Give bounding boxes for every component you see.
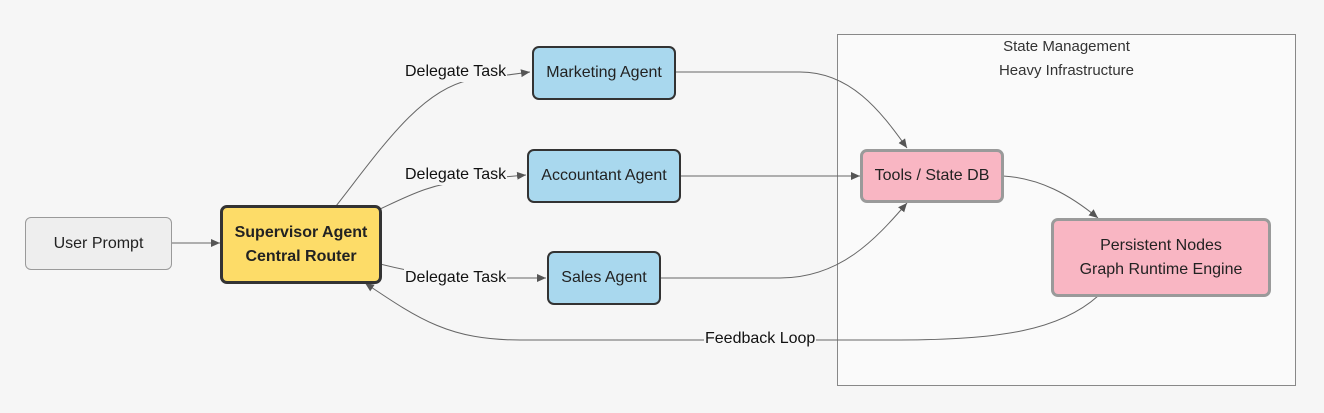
supervisor-agent-node[interactable]: Supervisor Agent Central Router — [220, 205, 382, 284]
supervisor-label-line1: Supervisor Agent — [234, 223, 368, 241]
edge-tools-to-persistent — [1002, 175, 1099, 219]
marketing-agent-label: Marketing Agent — [546, 64, 662, 81]
cluster-title-line1: State Management — [1003, 38, 1130, 55]
tools-state-db-label: Tools / State DB — [874, 167, 990, 184]
edge-label-delegate-marketing: Delegate Task — [404, 62, 508, 82]
accountant-agent-label: Accountant Agent — [541, 167, 667, 184]
cluster-title: State Management — [838, 35, 1295, 59]
edge-label-delegate-sales: Delegate Task — [404, 268, 508, 288]
cluster-title-line2: Heavy Infrastructure — [998, 62, 1135, 79]
edge-feedback-loop — [364, 282, 1099, 341]
edge-supervisor-to-marketing — [335, 69, 531, 207]
edge-marketing-to-tools — [675, 71, 908, 149]
state-management-cluster: State Management Heavy Infrastructure — [837, 34, 1296, 386]
sales-agent-label: Sales Agent — [561, 269, 647, 286]
cluster-subtitle: Heavy Infrastructure — [838, 59, 1295, 83]
edge-label-delegate-accountant: Delegate Task — [404, 165, 508, 185]
tools-state-db-node[interactable]: Tools / State DB — [860, 149, 1004, 203]
persistent-nodes-node[interactable]: Persistent Nodes Graph Runtime Engine — [1051, 218, 1271, 297]
accountant-agent-node[interactable]: Accountant Agent — [527, 149, 681, 203]
marketing-agent-node[interactable]: Marketing Agent — [532, 46, 676, 100]
user-prompt-node[interactable]: User Prompt — [25, 217, 172, 270]
edge-label-feedback-loop: Feedback Loop — [704, 329, 817, 349]
user-prompt-label: User Prompt — [53, 234, 144, 252]
sales-agent-node[interactable]: Sales Agent — [547, 251, 661, 305]
persistent-label-line2: Graph Runtime Engine — [1079, 260, 1243, 278]
supervisor-label-line2: Central Router — [245, 247, 357, 265]
persistent-label-line1: Persistent Nodes — [1100, 236, 1222, 254]
edge-sales-to-tools — [661, 202, 908, 279]
